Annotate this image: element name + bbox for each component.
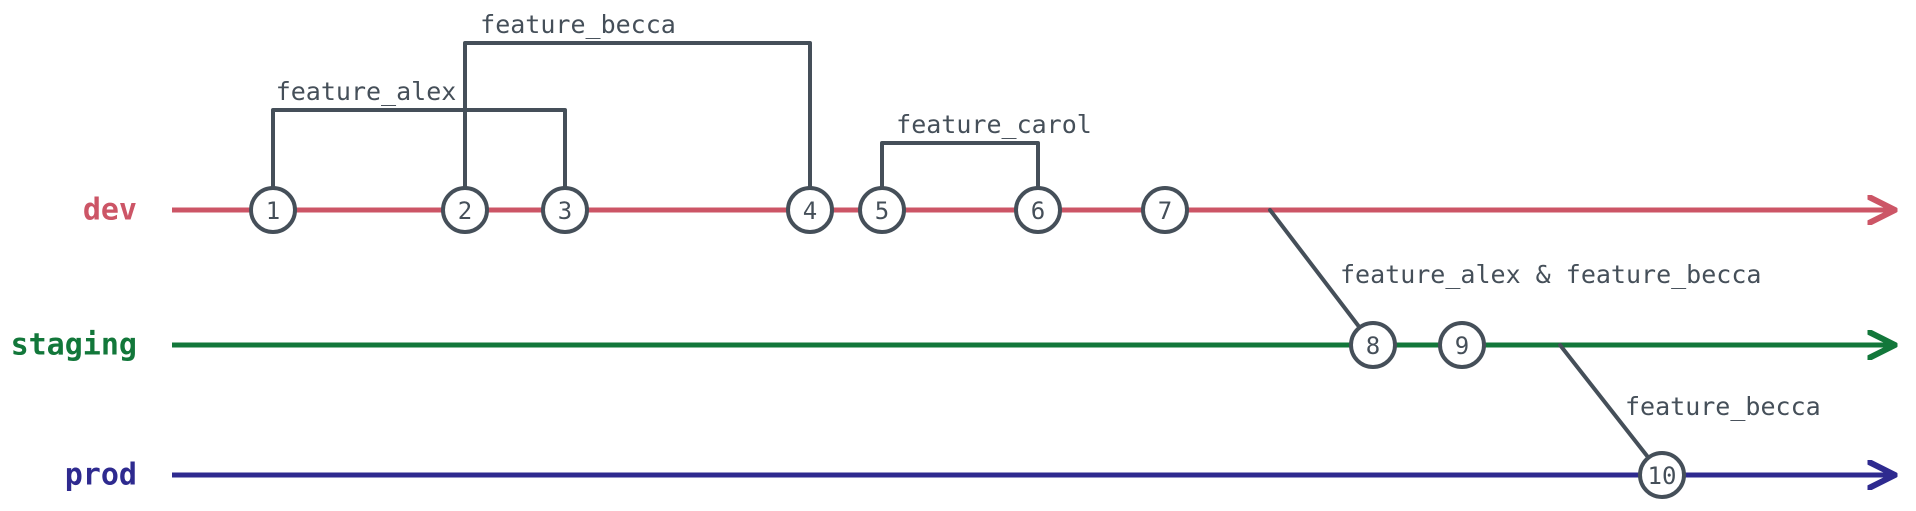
commit-circle[interactable]: [249, 186, 297, 234]
commit-node-5[interactable]: 5: [858, 186, 906, 234]
feature-label-carol: feature_carol: [896, 110, 1092, 139]
merge-line-staging-to-prod: [1558, 343, 1664, 477]
commit-circle[interactable]: [541, 186, 589, 234]
feature-bracket-carol: [880, 141, 1040, 190]
commit-circle[interactable]: [1014, 186, 1062, 234]
commit-label: 6: [1031, 197, 1045, 225]
commit-node-4[interactable]: 4: [786, 186, 834, 234]
feature-bracket-becca: [463, 41, 812, 190]
commit-label: 2: [458, 197, 472, 225]
branch-labels-group: dev staging prod: [11, 193, 137, 493]
branch-label-prod: prod: [65, 458, 137, 493]
feature-labels-group: feature_alex feature_becca feature_carol: [276, 10, 1092, 139]
merge-label-dev-to-staging: feature_alex & feature_becca: [1340, 260, 1761, 289]
commit-label: 7: [1158, 197, 1172, 225]
merge-labels-group: feature_alex & feature_becca feature_bec…: [1340, 260, 1821, 421]
commit-label: 10: [1648, 462, 1677, 490]
feature-bracket-alex: [271, 108, 567, 190]
commit-node-1[interactable]: 1: [249, 186, 297, 234]
commit-label: 3: [558, 197, 572, 225]
commit-node-6[interactable]: 6: [1014, 186, 1062, 234]
branch-label-staging: staging: [11, 328, 137, 363]
commit-circle[interactable]: [786, 186, 834, 234]
merge-line-dev-to-staging: [1268, 208, 1375, 347]
merge-lines-group: [1268, 208, 1664, 477]
commit-circle[interactable]: [1141, 186, 1189, 234]
commit-node-8[interactable]: 8: [1349, 321, 1397, 369]
commit-label: 8: [1366, 332, 1380, 360]
commit-label: 1: [266, 197, 280, 225]
commit-circle[interactable]: [858, 186, 906, 234]
feature-label-becca: feature_becca: [480, 10, 676, 39]
commit-circle[interactable]: [441, 186, 489, 234]
commit-node-10[interactable]: 10: [1638, 451, 1686, 499]
merge-label-staging-to-prod: feature_becca: [1625, 392, 1821, 421]
commit-node-2[interactable]: 2: [441, 186, 489, 234]
commit-circle[interactable]: [1638, 451, 1686, 499]
commit-circle[interactable]: [1349, 321, 1397, 369]
feature-brackets-group: [271, 41, 1040, 190]
commit-label: 9: [1455, 332, 1469, 360]
commit-node-3[interactable]: 3: [541, 186, 589, 234]
branch-label-dev: dev: [83, 193, 137, 228]
commit-nodes-group: 1 2 3 4 5 6: [249, 186, 1686, 499]
feature-label-alex: feature_alex: [276, 77, 457, 106]
commit-circle[interactable]: [1438, 321, 1486, 369]
commit-label: 5: [875, 197, 889, 225]
commit-label: 4: [803, 197, 817, 225]
commit-node-9[interactable]: 9: [1438, 321, 1486, 369]
commit-node-7[interactable]: 7: [1141, 186, 1189, 234]
